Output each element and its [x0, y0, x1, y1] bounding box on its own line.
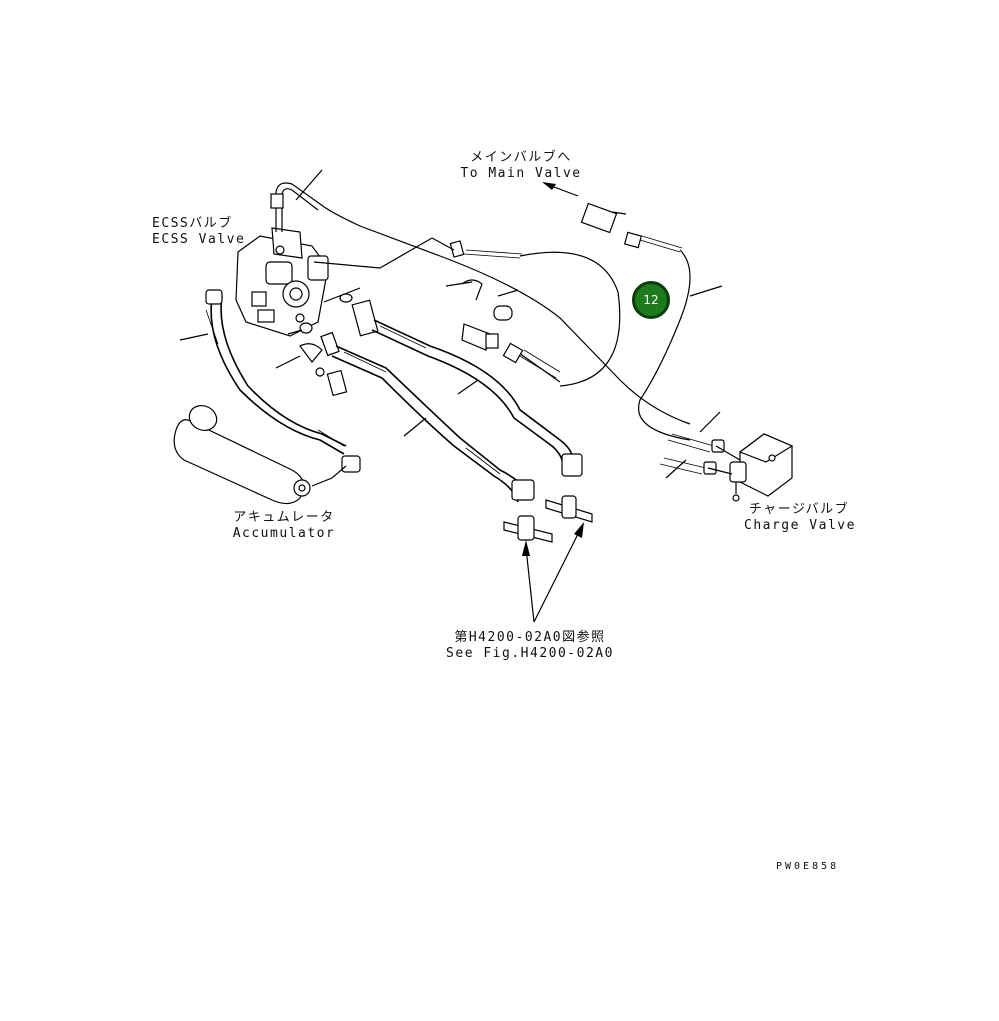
see-fig-label-en: See Fig.H4200-02A0	[446, 646, 614, 661]
charge-valve-label-en: Charge Valve	[744, 518, 856, 533]
main-valve-label-jp: メインバルブへ	[470, 150, 572, 165]
accumulator-label: アキュムレータ Accumulator	[232, 510, 336, 542]
accumulator-label-en: Accumulator	[232, 526, 336, 541]
charge-valve-label-jp: チャージバルブ	[748, 502, 850, 517]
top-fitting[interactable]	[270, 193, 284, 209]
ecss-valve-label-en: ECSS Valve	[152, 232, 246, 247]
ecss-valve-label-jp: ECSSバルブ	[152, 216, 233, 231]
figure-code: PW0E858	[776, 861, 840, 872]
accumulator-body[interactable]	[173, 401, 311, 505]
callout-12-badge[interactable]: 12	[632, 281, 670, 319]
see-fig-label: 第H4200-02A0図参照 See Fig.H4200-02A0	[446, 630, 614, 662]
see-fig-label-jp: 第H4200-02A0図参照	[454, 630, 606, 645]
accumulator-label-jp: アキュムレータ	[233, 510, 335, 525]
main-valve-fittings[interactable]	[580, 202, 683, 253]
ecss-valve-assembly[interactable]	[235, 227, 329, 337]
main-valve-label: メインバルブへ To Main Valve	[452, 150, 590, 182]
main-valve-label-en: To Main Valve	[460, 166, 582, 181]
lower-clamps[interactable]	[503, 495, 593, 543]
charge-valve[interactable]	[729, 433, 794, 502]
ecss-valve-label: ECSSバルブ ECSS Valve	[152, 216, 245, 248]
charge-valve-label: チャージバルブ Charge Valve	[744, 502, 854, 534]
